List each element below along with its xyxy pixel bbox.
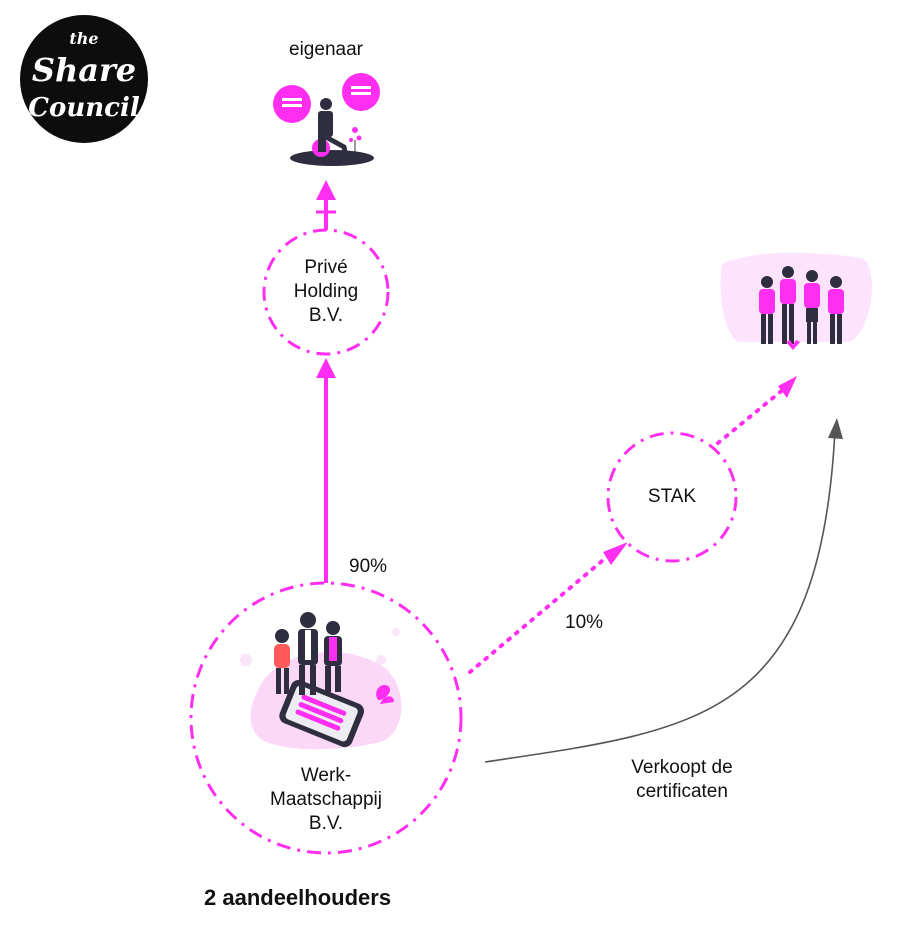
owner-illustration-icon bbox=[273, 73, 380, 166]
stak-label: STAK bbox=[647, 486, 697, 507]
node-prive-holding-circle bbox=[262, 228, 390, 356]
people-group-illustration-icon bbox=[720, 252, 872, 350]
team-phone-illustration-icon bbox=[240, 612, 402, 750]
owner-label: eigenaar bbox=[289, 39, 363, 60]
edge-stak-to-certificate-holders bbox=[716, 376, 797, 445]
werk-maatschappij-line-1: Werk- bbox=[300, 765, 352, 786]
logo-line-3: Council bbox=[28, 93, 140, 123]
logo-line-2: Share bbox=[31, 51, 137, 89]
edge-werk-to-holding-label: 90% bbox=[349, 556, 388, 577]
werk-maatschappij-line-2: Maatschappij bbox=[270, 789, 382, 810]
edge-sells-line-2: certificaten bbox=[636, 781, 728, 802]
share-council-logo: the Share Council bbox=[20, 15, 148, 143]
prive-holding-line-2: Holding bbox=[293, 281, 359, 302]
edge-werk-to-certificate-holders bbox=[484, 418, 843, 763]
prive-holding-line-3: B.V. bbox=[308, 305, 344, 326]
footer-title: 2 aandeelhouders bbox=[204, 885, 392, 910]
edge-werk-to-stak bbox=[468, 542, 628, 674]
werk-maatschappij-label: Werk- Maatschappij B.V. bbox=[246, 764, 406, 836]
edge-werk-to-holding bbox=[316, 358, 336, 585]
edge-sells-line-1: Verkoopt de bbox=[631, 757, 733, 778]
prive-holding-line-1: Privé bbox=[304, 257, 348, 278]
logo-line-1: the bbox=[69, 29, 99, 48]
prive-holding-label: Privé Holding B.V. bbox=[266, 256, 386, 328]
node-stak-circle bbox=[606, 431, 738, 563]
edge-holding-to-owner bbox=[316, 180, 336, 232]
werk-maatschappij-line-3: B.V. bbox=[308, 813, 344, 834]
edge-werk-to-stak-label: 10% bbox=[565, 612, 604, 633]
edge-werk-to-certificate-holders-label: Verkoopt de certificaten bbox=[612, 756, 752, 804]
